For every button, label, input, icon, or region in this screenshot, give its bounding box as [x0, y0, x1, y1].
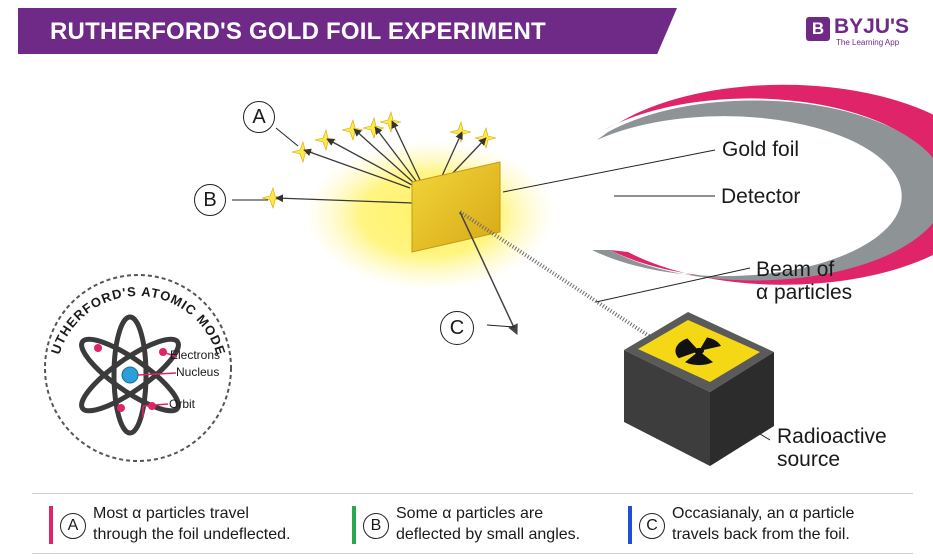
legend-bar-c: [628, 506, 632, 544]
electron-2: [94, 344, 102, 352]
title-banner: [18, 8, 677, 54]
electrons-label: Electrons: [170, 348, 221, 362]
back-scatter-ray: [459, 211, 518, 335]
logo-icon: B: [806, 17, 830, 41]
electron-3: [117, 404, 125, 412]
legend-item-c: C Occasianaly, an α particle travels bac…: [628, 500, 918, 550]
gold-foil-label: Gold foil: [722, 138, 800, 161]
marker-a: A: [243, 101, 275, 133]
spark-8: [261, 186, 284, 210]
atomic-model: RUTHERFORD'S ATOMIC MODEL: [0, 0, 232, 462]
radioactive-source: [624, 312, 774, 466]
beam-label-line2: α particles: [756, 281, 853, 304]
logo-name: BYJU'S: [834, 15, 910, 38]
orbit-label: Orbit: [169, 397, 196, 411]
legend-marker-a: A: [60, 513, 86, 539]
legend-marker-c: C: [639, 513, 665, 539]
legend-bottom-rule: [32, 553, 913, 554]
legend-bar-a: [49, 506, 53, 544]
beam-label-line1: Beam of: [756, 258, 835, 281]
legend-a-line1: Most α particles travel: [93, 505, 249, 522]
legend-text-a: Most α particles travel through the foil…: [93, 503, 290, 545]
legend-text-c: Occasianaly, an α particle travels back …: [672, 503, 854, 545]
gold-foil: [411, 161, 501, 253]
marker-b: B: [194, 184, 226, 216]
legend-bar-b: [352, 506, 356, 544]
legend-item-b: B Some α particles are deflected by smal…: [352, 500, 622, 550]
source-label-line2: source: [777, 448, 841, 471]
legend-text-b: Some α particles are deflected by small …: [396, 503, 580, 545]
legend-b-line2: deflected by small angles.: [396, 526, 581, 543]
legend-a-line2: through the foil undeflected.: [93, 526, 291, 543]
deflected-rays: [275, 120, 487, 204]
legend-c-line2: travels back from the foil.: [672, 526, 850, 543]
byjus-logo: B BYJU'S The Learning App: [806, 15, 914, 51]
legend-item-a: A Most α particles travel through the fo…: [49, 500, 349, 550]
marker-b-label: B: [203, 189, 217, 211]
detector-label: Detector: [721, 185, 801, 208]
logo-tagline: The Learning App: [836, 38, 900, 47]
marker-c-label: C: [449, 317, 465, 339]
source-label-line1: Radioactive: [777, 425, 887, 448]
nucleus: [121, 366, 139, 384]
legend-b-line1: Some α particles are: [396, 505, 544, 522]
marker-c: C: [440, 311, 474, 345]
legend-marker-b: B: [363, 513, 389, 539]
nucleus-label: Nucleus: [176, 365, 220, 379]
radiation-icon: [675, 337, 721, 366]
page-title: RUTHERFORD'S GOLD FOIL EXPERIMENT: [50, 18, 546, 45]
marker-a-label: A: [252, 106, 266, 128]
legend-c-line1: Occasianaly, an α particle: [672, 505, 855, 522]
legend-top-rule: [32, 493, 913, 494]
